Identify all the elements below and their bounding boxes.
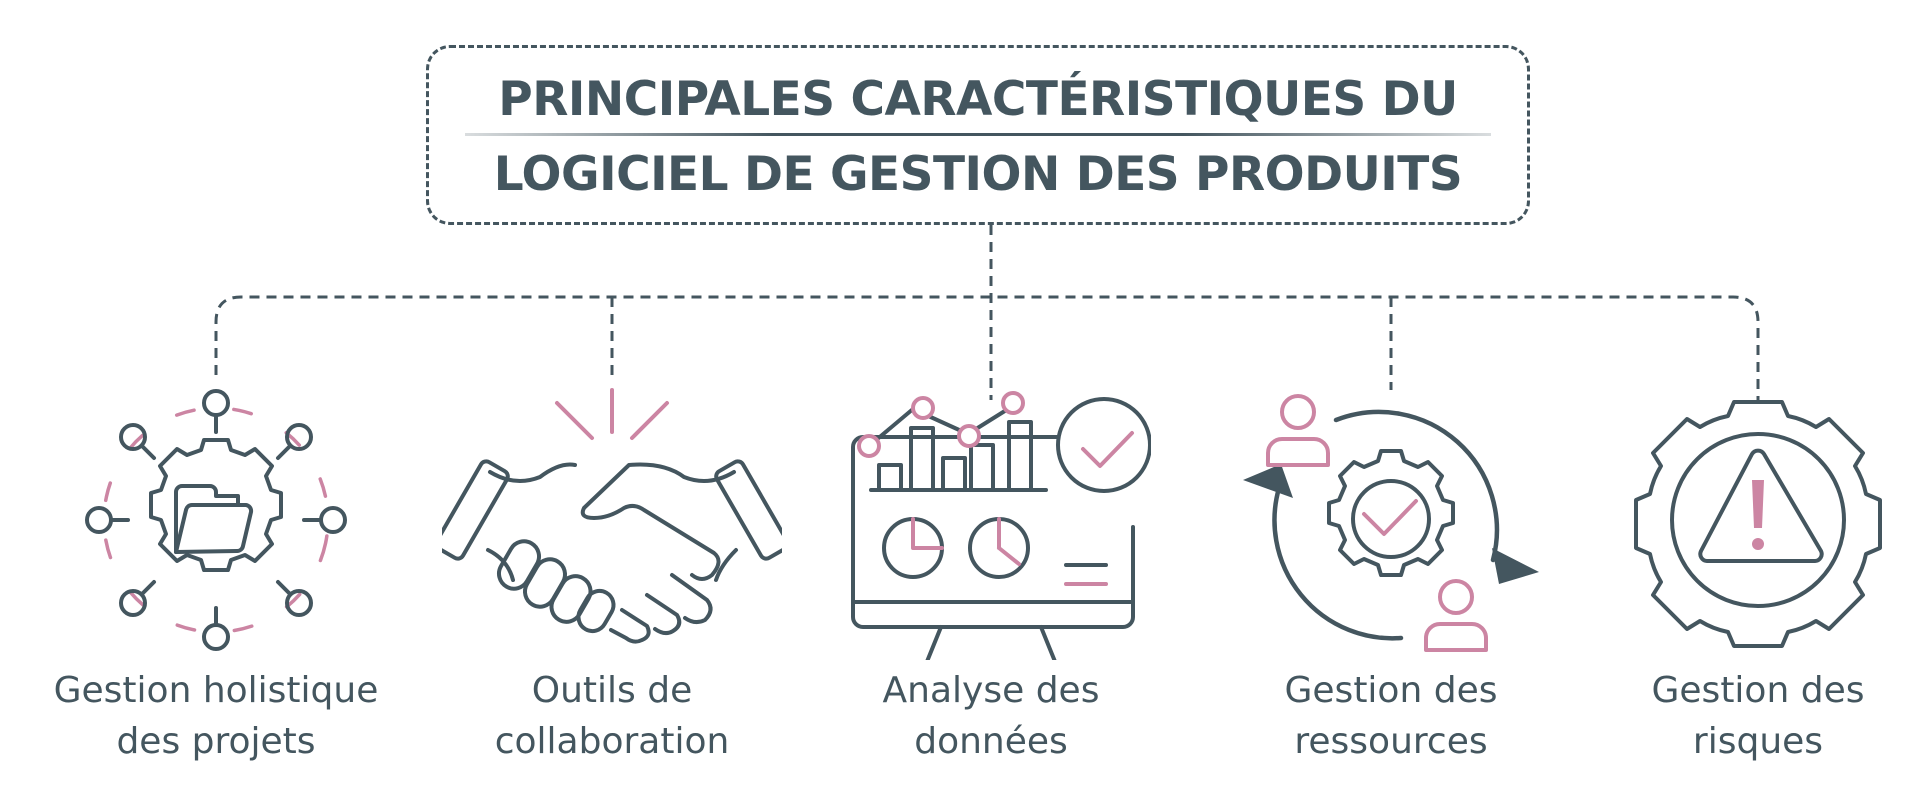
monitor-analytics-icon: [851, 391, 1151, 660]
title-divider: [465, 133, 1491, 136]
handshake-icon: [442, 388, 782, 644]
arrow-head-icon: [1492, 548, 1539, 584]
feature-data-analysis: Analyse des données: [801, 380, 1181, 762]
feature-label: Gestion holistique des projets: [53, 670, 379, 762]
title-line-2: LOGICIEL DE GESTION DES PRODUITS: [493, 147, 1463, 202]
feature-label: Gestion des risques: [1651, 670, 1865, 762]
title-box: PRINCIPALES CARACTÉRISTIQUES DU LOGICIEL…: [426, 45, 1530, 225]
gear-warning-icon: [1634, 400, 1882, 648]
resource-cycle-gear-icon: [1243, 394, 1539, 652]
feature-risk-management: Gestion des risques: [1568, 380, 1920, 762]
feature-holistic-projects: Gestion holistique des projets: [26, 380, 406, 762]
title-line-1: PRINCIPALES CARACTÉRISTIQUES DU: [498, 72, 1458, 127]
feature-label: Gestion des ressources: [1284, 670, 1498, 762]
feature-collaboration-tools: Outils de collaboration: [422, 380, 802, 762]
feature-resource-management: Gestion des ressources: [1201, 380, 1581, 762]
feature-label: Outils de collaboration: [494, 670, 730, 762]
arrow-head-icon: [1243, 464, 1293, 498]
feature-label: Analyse des données: [882, 670, 1100, 762]
connector-branch: [214, 295, 1760, 400]
network-gear-folder-icon: [85, 389, 347, 651]
